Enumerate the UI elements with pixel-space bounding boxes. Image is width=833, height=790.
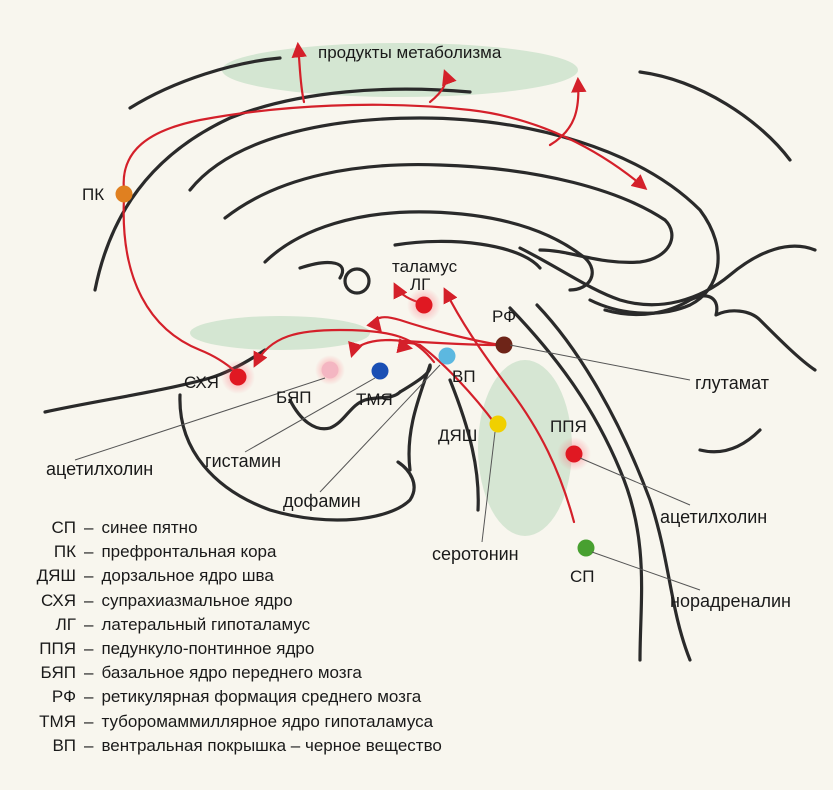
abbreviation-legend: СП–синее пятно ПК–префронтальная кора ДЯ… bbox=[20, 516, 442, 758]
legend-dash: – bbox=[76, 710, 101, 734]
legend-dash: – bbox=[76, 613, 101, 637]
vp-nucleus bbox=[439, 348, 456, 365]
dyash-label: ДЯШ bbox=[438, 426, 477, 445]
lg-nucleus bbox=[416, 297, 433, 314]
acetylcholine-left-label: ацетилхолин bbox=[46, 459, 153, 479]
histamine-label: гистамин bbox=[205, 451, 281, 471]
legend-abbr: СП bbox=[20, 516, 76, 540]
legend-dash: – bbox=[76, 685, 101, 709]
legend-abbr: БЯП bbox=[20, 661, 76, 685]
legend-dash: – bbox=[76, 661, 101, 685]
legend-text: базальное ядро переднего мозга bbox=[101, 661, 361, 685]
brainstem-region bbox=[478, 360, 572, 536]
legend-dash: – bbox=[76, 637, 101, 661]
sp-nucleus bbox=[578, 540, 595, 557]
legend-row: ДЯШ–дорзальное ядро шва bbox=[20, 564, 442, 588]
glutamate-label: глутамат bbox=[695, 373, 769, 393]
dyash-nucleus bbox=[490, 416, 507, 433]
legend-text: ретикулярная формация среднего мозга bbox=[101, 685, 421, 709]
byap-label: БЯП bbox=[276, 388, 311, 407]
byap-nucleus bbox=[322, 362, 339, 379]
acetylcholine-right-label: ацетилхолин bbox=[660, 507, 767, 527]
serotonin-label: серотонин bbox=[432, 544, 519, 564]
legend-text: дорзальное ядро шва bbox=[101, 564, 273, 588]
dopamine-label: дофамин bbox=[283, 491, 361, 511]
legend-dash: – bbox=[76, 540, 101, 564]
legend-text: префронтальная кора bbox=[101, 540, 276, 564]
legend-row: ТМЯ–туборомаммиллярное ядро гипоталамуса bbox=[20, 710, 442, 734]
ppya-label: ППЯ bbox=[550, 417, 587, 436]
legend-row: ВП–вентральная покрышка – черное веществ… bbox=[20, 734, 442, 758]
vp-label: ВП bbox=[452, 367, 476, 386]
shya-nucleus bbox=[230, 369, 247, 386]
legend-dash: – bbox=[76, 589, 101, 613]
legend-row: ПК–префронтальная кора bbox=[20, 540, 442, 564]
tmya-label: ТМЯ bbox=[356, 390, 393, 409]
legend-text: латеральный гипоталамус bbox=[101, 613, 310, 637]
sp-label: СП bbox=[570, 567, 595, 586]
legend-dash: – bbox=[76, 516, 101, 540]
legend-dash: – bbox=[76, 564, 101, 588]
legend-row: ЛГ–латеральный гипоталамус bbox=[20, 613, 442, 637]
legend-row: БЯП–базальное ядро переднего мозга bbox=[20, 661, 442, 685]
legend-text: супрахиазмальное ядро bbox=[101, 589, 292, 613]
pk-label: ПК bbox=[82, 185, 104, 204]
noradrenaline-label: норадреналин bbox=[670, 591, 791, 611]
legend-abbr: ПК bbox=[20, 540, 76, 564]
lg-label: ЛГ bbox=[410, 275, 430, 294]
legend-text: педункуло-понтинное ядро bbox=[101, 637, 314, 661]
legend-text: вентральная покрышка – черное вещество bbox=[101, 734, 441, 758]
legend-abbr: ТМЯ bbox=[20, 710, 76, 734]
legend-row: РФ–ретикулярная формация среднего мозга bbox=[20, 685, 442, 709]
legend-abbr: ВП bbox=[20, 734, 76, 758]
rf-nucleus bbox=[496, 337, 513, 354]
ppya-nucleus bbox=[566, 446, 583, 463]
legend-abbr: РФ bbox=[20, 685, 76, 709]
thalamus-label: таламус bbox=[392, 257, 458, 276]
shya-label: СХЯ bbox=[184, 373, 219, 392]
legend-abbr: ППЯ bbox=[20, 637, 76, 661]
basal-forebrain-region bbox=[190, 316, 370, 350]
legend-abbr: СХЯ bbox=[20, 589, 76, 613]
legend-text: синее пятно bbox=[101, 516, 197, 540]
legend-dash: – bbox=[76, 734, 101, 758]
legend-abbr: ЛГ bbox=[20, 613, 76, 637]
legend-abbr: ДЯШ bbox=[20, 564, 76, 588]
legend-text: туборомаммиллярное ядро гипоталамуса bbox=[101, 710, 433, 734]
legend-row: СХЯ–супрахиазмальное ядро bbox=[20, 589, 442, 613]
metabolism-label: продукты метаболизма bbox=[318, 43, 502, 62]
pk-nucleus bbox=[116, 186, 133, 203]
legend-row: ППЯ–педункуло-понтинное ядро bbox=[20, 637, 442, 661]
legend-row: СП–синее пятно bbox=[20, 516, 442, 540]
tmya-nucleus bbox=[372, 363, 389, 380]
rf-label: РФ bbox=[492, 307, 516, 326]
